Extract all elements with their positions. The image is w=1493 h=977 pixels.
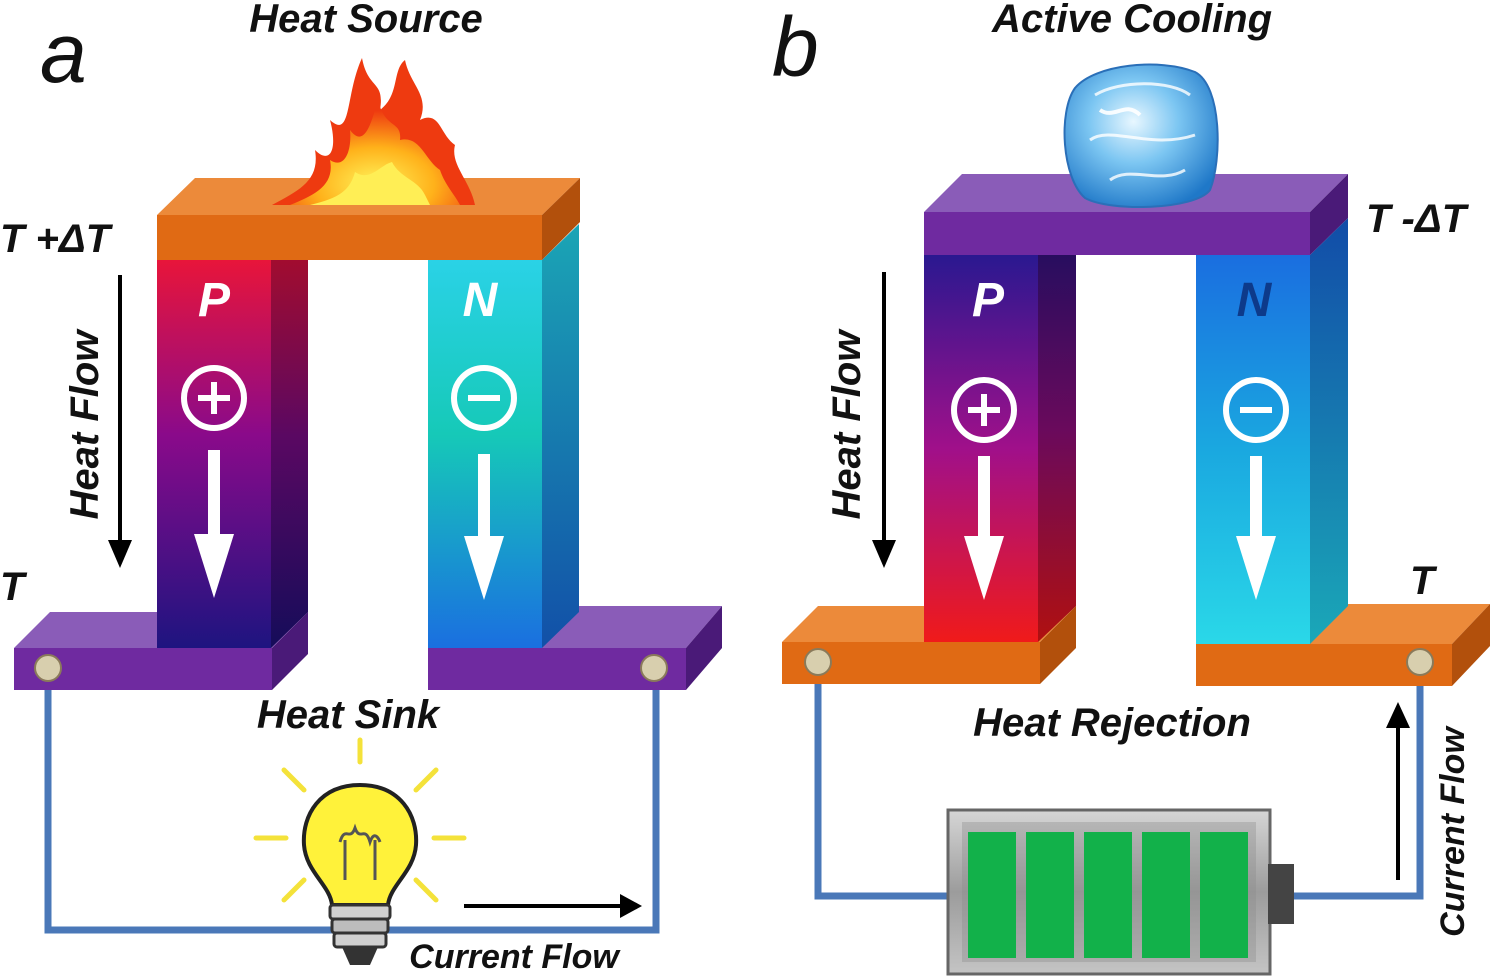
heat-flow-label-b: Heat Flow	[825, 328, 869, 520]
heat-sink-label: Heat Sink	[257, 693, 441, 737]
panel-b: b Active Cooling	[772, 0, 1490, 976]
p-leg-b	[924, 218, 1076, 642]
terminal-b-left	[804, 648, 832, 676]
battery-cell-5	[1200, 832, 1248, 958]
current-flow-label-b: Current Flow	[1434, 725, 1472, 937]
current-flow-arrow-b	[1386, 702, 1410, 880]
n-label-b: N	[1237, 274, 1273, 327]
battery-cell-2	[1026, 832, 1074, 958]
battery-cell-1	[968, 832, 1016, 958]
cold-temp-label-b: T -ΔT	[1366, 197, 1470, 241]
warm-temp-label-b: T	[1410, 559, 1438, 603]
battery-cell-3	[1084, 832, 1132, 958]
heat-flow-label-a: Heat Flow	[63, 328, 107, 520]
panel-b-letter: b	[772, 0, 819, 94]
terminal-b-right	[1406, 648, 1434, 676]
heat-flow-arrow-a	[108, 275, 132, 568]
panel-a: a Heat Source	[0, 0, 722, 976]
flame-icon	[272, 58, 475, 205]
n-leg-b	[1196, 218, 1348, 644]
heat-source-label: Heat Source	[249, 0, 482, 41]
current-flow-label-a: Current Flow	[409, 938, 621, 976]
plus-sign-icon-a	[181, 365, 247, 431]
down-arrow-icon-p-b	[964, 456, 1004, 600]
down-arrow-icon-n-b	[1236, 456, 1276, 600]
p-label-b: P	[972, 274, 1005, 327]
circuit-wire-b	[814, 662, 1424, 900]
n-leg-a	[428, 224, 579, 648]
current-flow-arrow-a	[464, 894, 642, 918]
down-arrow-icon-n-a	[464, 454, 504, 600]
light-bulb-icon	[253, 737, 467, 965]
heat-flow-arrow-b	[872, 272, 896, 568]
plus-sign-icon-b	[951, 377, 1017, 443]
down-arrow-icon-p-a	[194, 450, 234, 598]
heat-rejection-label: Heat Rejection	[973, 701, 1251, 745]
battery-icon	[946, 808, 1294, 976]
hot-temp-label: T +ΔT	[0, 217, 114, 261]
panel-a-letter: a	[40, 6, 87, 100]
terminal-a-right	[640, 654, 668, 682]
ice-cube-icon	[1063, 63, 1219, 209]
cold-temp-label-a: T	[0, 565, 28, 609]
battery-cell-4	[1142, 832, 1190, 958]
minus-sign-icon-b	[1223, 377, 1289, 443]
battery-terminal	[1268, 864, 1294, 924]
terminal-a-left	[34, 654, 62, 682]
minus-sign-icon-a	[451, 365, 517, 431]
n-label-a: N	[463, 274, 499, 327]
p-label-a: P	[198, 274, 231, 327]
p-leg-a	[157, 224, 308, 648]
active-cooling-label: Active Cooling	[991, 0, 1272, 41]
heat-source-plate	[157, 178, 580, 260]
